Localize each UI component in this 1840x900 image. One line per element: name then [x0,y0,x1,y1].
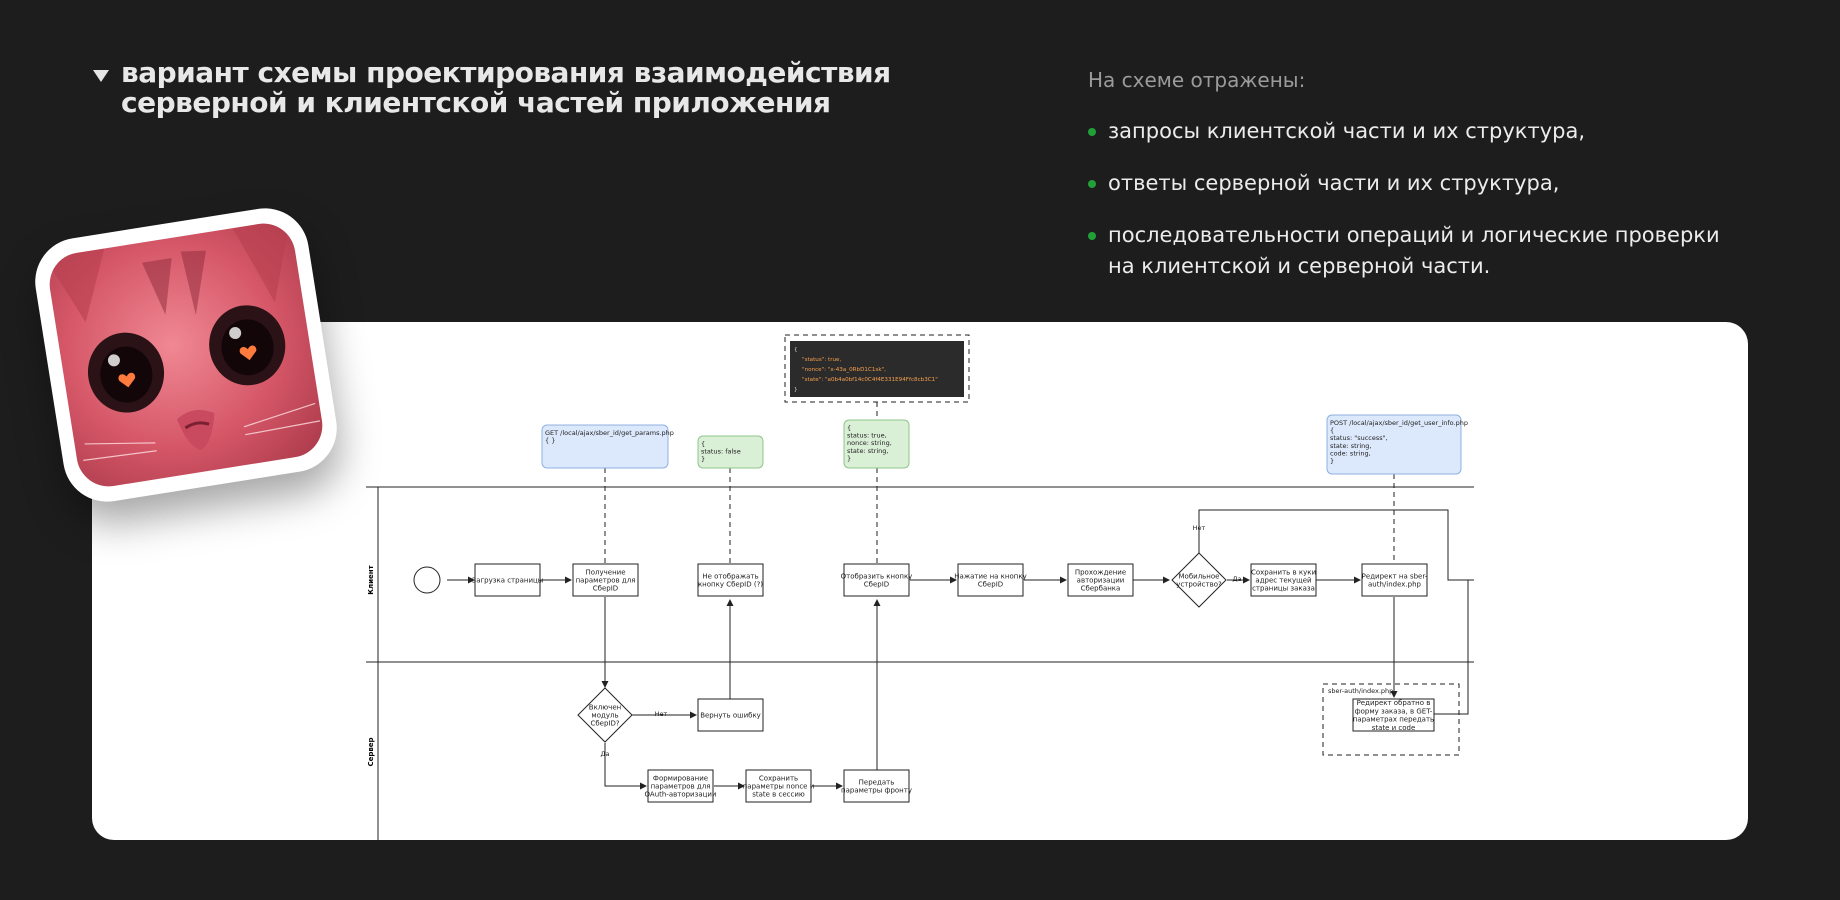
note-status-false-text: {status: false} [701,440,741,463]
note-status-true: {status: true,nonce: string,state: strin… [843,419,910,469]
code-block: { "status": true, "nonce": "x-43a_0RbD1C1s… [790,341,964,397]
flow-edges [447,509,1474,790]
sber-auth-group [1322,683,1460,756]
note-get-params-text: GET /local/ajax/sber_id/get_params.php{ … [545,429,674,445]
info-item: ответы серверной части и их структура, [1088,168,1748,199]
start-event [413,566,441,594]
info-list: запросы клиентской части и их структура,… [1088,116,1748,282]
step-return-error: Вернуть ошибку [697,698,764,732]
cat-illustration [45,219,321,461]
slide-title-text: вариант схемы проектирования взаимодейст… [121,58,891,118]
step-redirect-label: Редирект на sber-auth/index.php [1362,572,1428,588]
info-heading: На схеме отражены: [1088,68,1306,92]
cat-sticker [28,202,344,508]
note-connectors [604,402,1395,563]
title-line-2: серверной и клиентской частей приложения [121,86,831,119]
step-load-page-label: Загрузка страницы [472,577,544,585]
lane-label-client: Клиент [367,564,375,594]
step-load-page: Загрузка страницы [472,563,544,597]
code-block-frame [784,334,970,403]
cat-image [45,219,327,491]
info-panel: На схеме отражены: запросы клиентской ча… [1088,68,1748,303]
collapse-caret-icon[interactable] [93,70,109,82]
diagram-lines [366,334,1474,840]
note-post-user-info-text: POST /local/ajax/sber_id/get_user_info.p… [1330,419,1468,465]
code-line: } [794,387,798,393]
info-item: последовательности операций и логические… [1088,220,1748,282]
note-post-user-info: POST /local/ajax/sber_id/get_user_info.p… [1326,414,1468,475]
code-line: { [794,347,798,353]
lane-label-server: Сервер [367,737,375,766]
edge-label-yes-mobile: Да [1232,575,1241,583]
edge-label-no: Нет [655,710,668,718]
sber-auth-label: sber-auth/index.php [1328,687,1393,695]
edge-label-no-mobile: Нет [1193,524,1206,532]
edge-label-yes: Да [600,750,609,758]
slide-title: вариант схемы проектирования взаимодейст… [93,58,891,118]
title-line-1: вариант схемы проектирования взаимодейст… [121,56,891,89]
note-status-false: {status: false} [697,435,764,469]
note-status-true-text: {status: true,nonce: string,state: strin… [847,424,892,462]
step-redirect: Редирект на sber-auth/index.php [1361,563,1428,597]
info-item: запросы клиентской части и их структура, [1088,116,1748,147]
code-line: "nonce": "x-43a_0RbD1C1sk", [802,367,886,373]
note-get-params: GET /local/ajax/sber_id/get_params.php{ … [541,424,674,469]
code-line: "state": "a0b4a0bf14c0C4f4E331E94Ffc8cb3… [802,377,938,383]
step-return-error-label: Вернуть ошибку [700,712,761,720]
code-line: "status": true, [802,357,841,363]
